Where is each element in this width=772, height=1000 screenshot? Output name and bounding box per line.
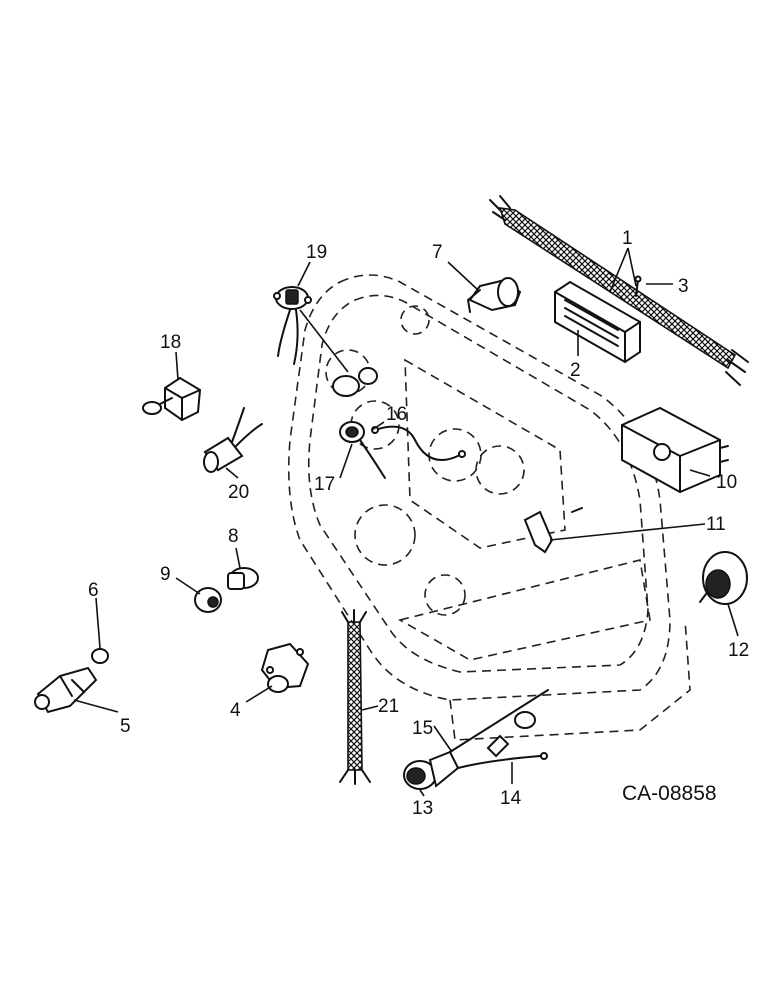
callout-5: 5 bbox=[120, 716, 131, 737]
callout-1: 1 bbox=[622, 228, 633, 249]
pin-3 bbox=[634, 275, 642, 297]
callout-7: 7 bbox=[432, 242, 443, 263]
switch-5 bbox=[34, 666, 98, 714]
callout-21: 21 bbox=[378, 696, 399, 717]
callout-19: 19 bbox=[306, 242, 327, 263]
callout-8: 8 bbox=[228, 526, 239, 547]
toggle-switch-18 bbox=[142, 376, 202, 422]
plug-8 bbox=[227, 567, 259, 590]
callout-16: 16 bbox=[386, 404, 407, 425]
callout-3: 3 bbox=[678, 276, 689, 297]
wiring-harness-1 bbox=[489, 195, 749, 386]
leader-lines bbox=[73, 247, 739, 797]
callout-17: 17 bbox=[314, 474, 335, 495]
connector-13 bbox=[403, 750, 460, 790]
nut-6 bbox=[91, 648, 109, 664]
callout-labels: 1 2 3 4 5 6 7 8 9 10 11 12 13 14 15 16 1… bbox=[88, 228, 749, 819]
lamp-socket-16-17 bbox=[332, 367, 466, 479]
callout-6: 6 bbox=[88, 580, 99, 601]
callout-4: 4 bbox=[230, 700, 241, 721]
callout-14: 14 bbox=[500, 788, 522, 809]
cap-9 bbox=[194, 587, 222, 613]
callout-13: 13 bbox=[412, 798, 433, 819]
gauge-sender-7 bbox=[467, 277, 522, 313]
leads-14-15 bbox=[449, 689, 549, 769]
flanged-socket-4 bbox=[260, 642, 310, 693]
callout-10: 10 bbox=[716, 472, 737, 493]
braided-harness-21 bbox=[339, 609, 371, 785]
connector-module-2 bbox=[554, 280, 641, 364]
callout-12: 12 bbox=[728, 640, 749, 661]
callout-20: 20 bbox=[228, 482, 249, 503]
clip-11 bbox=[523, 507, 583, 554]
drawing-code: CA-08858 bbox=[622, 782, 717, 805]
callout-9: 9 bbox=[160, 564, 171, 585]
callout-18: 18 bbox=[160, 332, 181, 353]
lamp-socket-20 bbox=[203, 407, 263, 473]
callout-15: 15 bbox=[412, 718, 433, 739]
switch-19 bbox=[273, 286, 312, 365]
warning-light-12 bbox=[699, 551, 748, 605]
callout-2: 2 bbox=[570, 360, 581, 381]
relay-box-10 bbox=[621, 406, 729, 494]
instrument-panel-outline bbox=[287, 274, 691, 741]
callout-11: 11 bbox=[706, 514, 726, 535]
